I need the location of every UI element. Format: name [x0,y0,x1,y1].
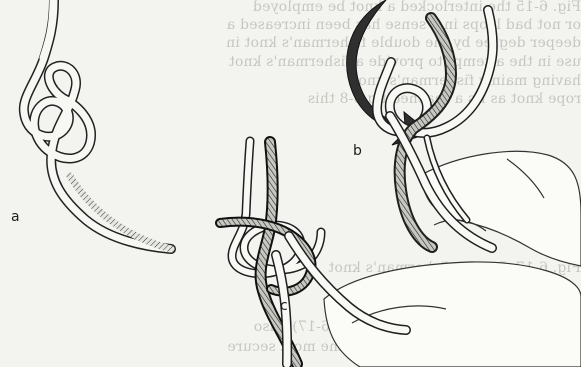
figure-eight-knot-a [24,0,171,249]
panel-label-c: c [280,298,288,314]
panel-label-a: a [11,209,20,225]
panel-label-b: b [353,143,362,159]
